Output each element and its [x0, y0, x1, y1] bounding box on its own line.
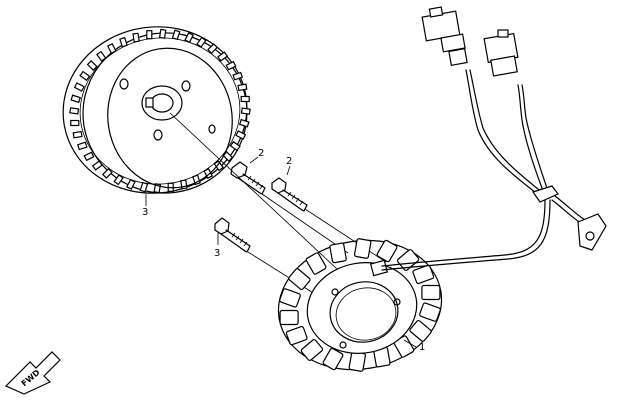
bolt-lower	[214, 217, 251, 253]
stator-winding	[421, 284, 441, 301]
rotor-slot	[76, 141, 88, 151]
rotor-slot	[146, 30, 153, 40]
rotor-slot	[196, 36, 207, 48]
stator-winding	[288, 268, 311, 291]
stator-winding	[419, 302, 441, 322]
stator-windings	[279, 238, 441, 372]
callout-flywheel: 3	[142, 207, 148, 218]
stator-winding	[305, 252, 327, 275]
stator-coil	[277, 238, 443, 372]
rotor-slot	[139, 181, 149, 193]
callout-bolt-upper-left: 2	[258, 148, 264, 159]
rotor-slot	[213, 160, 224, 172]
connector-left	[421, 6, 468, 66]
callout-stator: 1	[419, 342, 425, 353]
bolt-upper-left	[230, 161, 266, 195]
rotor-slot	[237, 83, 248, 92]
callout-bolt-lower: 3	[214, 248, 220, 259]
rotor-slot	[119, 36, 128, 48]
stator-winding	[329, 242, 347, 264]
rotor-slot	[158, 28, 167, 39]
rotor-slot	[73, 82, 85, 92]
stator-winding	[396, 249, 420, 271]
stator-winding	[353, 238, 372, 259]
stator-winding	[300, 339, 324, 361]
callout-bolt-upper-right: 2	[286, 156, 292, 167]
flywheel-rotor	[62, 26, 251, 194]
rotor-slot	[240, 95, 250, 103]
stator-winding	[279, 288, 301, 308]
bolt-upper-right	[271, 177, 308, 212]
rotor-slot	[83, 151, 95, 162]
rotor-slot	[232, 71, 244, 81]
rotor-slots	[69, 28, 251, 194]
rotor-slot	[171, 29, 181, 41]
rotor-slot	[86, 60, 98, 71]
rotor-slot	[69, 107, 80, 115]
rotor-slot	[132, 32, 140, 43]
harness-clamp	[532, 185, 559, 203]
rotor-slot	[229, 140, 241, 152]
rotor-slot	[101, 167, 113, 179]
rotor-slot	[238, 118, 250, 128]
rotor-slot	[225, 60, 237, 71]
stator-winding	[412, 264, 435, 285]
rotor-slot	[96, 50, 107, 62]
rotor-slot	[79, 70, 91, 82]
stator-winding	[279, 309, 299, 326]
rotor-slot	[113, 174, 124, 186]
rotor-slot	[235, 130, 247, 140]
stator-winding	[285, 325, 308, 346]
wiring-harness	[381, 69, 589, 271]
rotor-slot	[207, 43, 219, 55]
assembly-guide-lines	[169, 112, 387, 297]
rotor-slot	[184, 32, 194, 44]
stator-winding	[409, 319, 432, 342]
stator-winding	[322, 347, 344, 371]
rotor-slot	[240, 107, 251, 115]
callouts: 1 2 2 3 3	[142, 148, 425, 353]
rotor-slot	[106, 42, 117, 55]
stator-winding	[348, 351, 367, 372]
rotor-slot	[217, 51, 229, 62]
stator-winding	[376, 239, 398, 263]
forward-direction-badge: FWD	[4, 351, 61, 395]
rotor-slot	[91, 160, 103, 171]
ground-terminal	[577, 213, 607, 251]
rotor-slot	[126, 178, 136, 190]
connector-right	[483, 29, 519, 77]
rotor-slot	[70, 119, 80, 127]
rotor-slot	[72, 130, 83, 139]
rotor-slot	[70, 94, 82, 104]
